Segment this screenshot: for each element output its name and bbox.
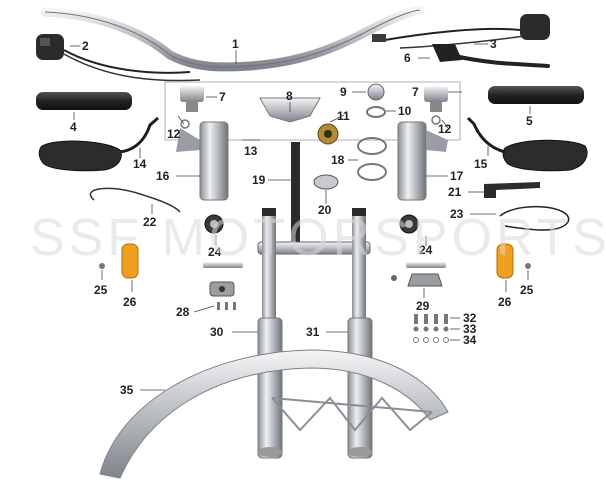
upper-dust-seal bbox=[357, 137, 387, 155]
callout-26-right: 26 bbox=[498, 295, 512, 309]
left-reflector-screw bbox=[99, 263, 105, 269]
callout-28: 28 bbox=[176, 305, 190, 319]
right-switch-housing bbox=[372, 14, 550, 49]
callout-4: 4 bbox=[70, 120, 77, 134]
callout-19: 19 bbox=[252, 173, 266, 187]
callout-9: 9 bbox=[340, 85, 347, 99]
left-fork-tube bbox=[262, 208, 276, 318]
right-amber-reflector bbox=[496, 243, 514, 279]
right-grip bbox=[488, 86, 584, 104]
right-mirror bbox=[466, 116, 588, 172]
left-axle-bolt bbox=[203, 262, 243, 268]
clamp-bolts bbox=[217, 302, 236, 310]
callout-12-right: 12 bbox=[438, 122, 452, 136]
callout-29: 29 bbox=[416, 299, 430, 313]
callout-6: 6 bbox=[404, 51, 411, 65]
callout-8: 8 bbox=[286, 89, 293, 103]
stem-nut bbox=[367, 83, 385, 101]
callout-15: 15 bbox=[474, 157, 488, 171]
callout-24-right: 24 bbox=[419, 243, 433, 257]
callout-33: 33 bbox=[463, 322, 477, 336]
callout-10: 10 bbox=[398, 104, 412, 118]
callout-18: 18 bbox=[331, 153, 345, 167]
callout-32: 32 bbox=[463, 311, 477, 325]
callout-2: 2 bbox=[82, 39, 89, 53]
left-fork-slider bbox=[257, 317, 283, 459]
small-washer-left bbox=[180, 119, 190, 129]
callout-12-left: 12 bbox=[167, 127, 181, 141]
callout-25-left: 25 bbox=[94, 283, 108, 297]
callout-34: 34 bbox=[463, 333, 477, 347]
right-axle-bolt bbox=[406, 262, 446, 268]
callout-25-right: 25 bbox=[520, 283, 534, 297]
callout-30: 30 bbox=[210, 325, 224, 339]
hardware-kit-32 bbox=[414, 314, 448, 324]
callout-23: 23 bbox=[450, 207, 464, 221]
callout-14: 14 bbox=[133, 157, 147, 171]
right-riser bbox=[424, 86, 448, 112]
hardware-kit-33 bbox=[413, 326, 449, 332]
bearing-race bbox=[313, 174, 339, 190]
callout-24-left: 24 bbox=[208, 245, 222, 259]
callout-7-left: 7 bbox=[219, 90, 226, 104]
callout-7-right: 7 bbox=[412, 85, 419, 99]
callout-31: 31 bbox=[306, 325, 320, 339]
left-riser bbox=[180, 86, 204, 112]
right-reflector-screw bbox=[525, 263, 531, 269]
left-mirror bbox=[38, 116, 159, 172]
callout-5: 5 bbox=[526, 114, 533, 128]
brake-lever bbox=[432, 44, 550, 68]
callout-3: 3 bbox=[490, 37, 497, 51]
lower-dust-seal bbox=[357, 163, 387, 181]
callout-labels: 1 2 3 4 5 6 7 7 8 9 10 11 12 12 13 14 15… bbox=[70, 37, 534, 397]
right-fork-tube bbox=[352, 208, 366, 318]
callout-26-left: 26 bbox=[123, 295, 137, 309]
left-grip bbox=[36, 92, 132, 110]
stem-washer bbox=[366, 106, 386, 118]
brake-cable bbox=[499, 205, 570, 231]
right-clamp-plate bbox=[407, 273, 443, 287]
callout-16: 16 bbox=[156, 169, 170, 183]
mounting-bracket bbox=[484, 182, 540, 198]
front-fender bbox=[99, 349, 449, 479]
callout-21: 21 bbox=[448, 185, 462, 199]
right-fork-slider bbox=[347, 317, 373, 459]
hardware-kit-34 bbox=[413, 337, 449, 343]
left-amber-reflector bbox=[121, 243, 139, 279]
callout-17: 17 bbox=[450, 169, 464, 183]
right-fork-cover bbox=[397, 121, 448, 201]
speedometer-cable bbox=[89, 187, 181, 213]
callout-11: 11 bbox=[337, 109, 350, 123]
callout-22: 22 bbox=[143, 215, 157, 229]
left-switch-housing bbox=[36, 34, 201, 82]
left-fork-cover bbox=[176, 121, 229, 201]
leader-lines bbox=[70, 43, 531, 391]
callout-13: 13 bbox=[244, 144, 258, 158]
steering-stem bbox=[291, 142, 300, 252]
callout-20: 20 bbox=[318, 203, 332, 217]
small-washer-right bbox=[431, 115, 441, 125]
callout-35: 35 bbox=[120, 383, 134, 397]
callout-1: 1 bbox=[232, 37, 239, 51]
